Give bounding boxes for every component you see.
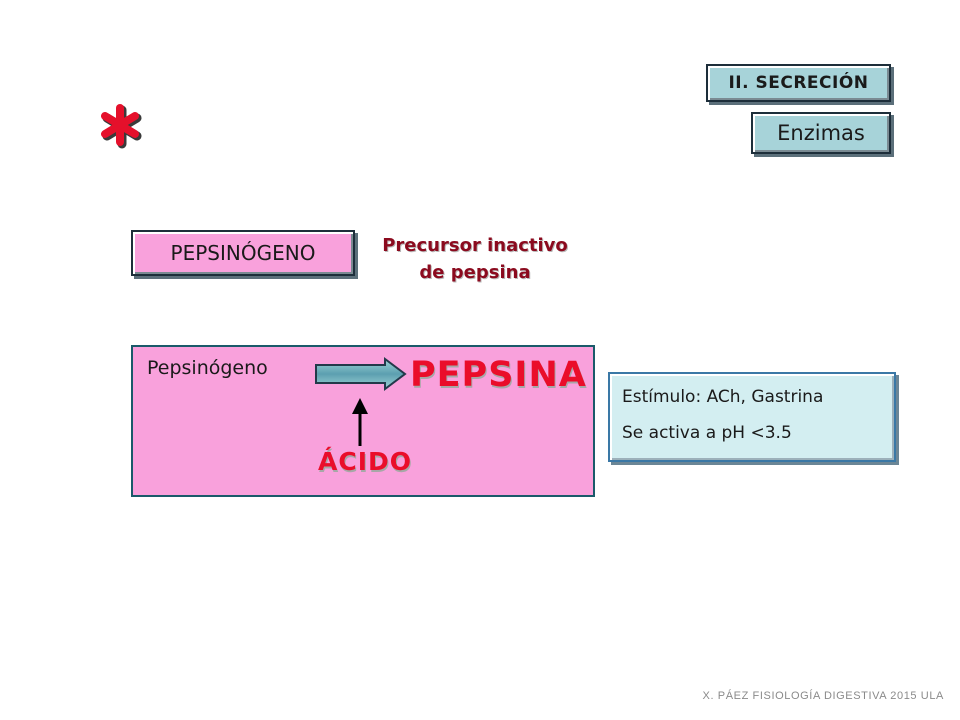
description-line-1: Precursor inactivo [382, 235, 568, 256]
term-label: PEPSINÓGENO [170, 241, 316, 265]
topic-badge: Enzimas [751, 112, 891, 154]
product-label: PEPSINA [410, 355, 587, 395]
section-label: II. SECRECIÓN [728, 73, 869, 93]
info-box: Estímulo: ACh, Gastrina Se activa a pH <… [608, 372, 896, 462]
description-line-2: de pepsina [419, 262, 531, 283]
info-line: Se activa a pH <3.5 [622, 423, 792, 443]
info-line: Estímulo: ACh, Gastrina [622, 387, 824, 407]
section-badge: II. SECRECIÓN [706, 64, 891, 102]
term-box: PEPSINÓGENO [131, 230, 355, 276]
activator-label: ÁCIDO [318, 447, 413, 476]
source-label: Pepsinógeno [147, 357, 268, 379]
topic-label: Enzimas [777, 121, 865, 145]
term-description: Precursor inactivo de pepsina [360, 232, 590, 286]
footer-credit: X. PÁEZ FISIOLOGÍA DIGESTIVA 2015 ULA [702, 690, 944, 702]
